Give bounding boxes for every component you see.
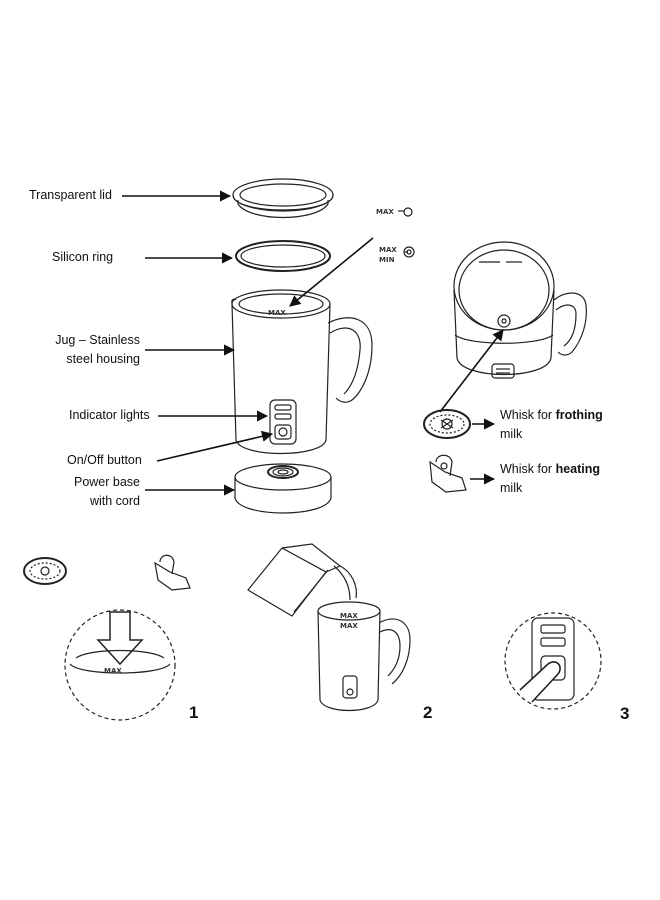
- label-whisk-frothing: Whisk for frothing milk: [500, 406, 603, 444]
- silicon-ring-drawing: [235, 240, 331, 272]
- max-mark-step1: MAX: [104, 667, 122, 675]
- label-power-base-line2: with cord: [89, 494, 140, 508]
- whisk-arrow: [439, 329, 504, 413]
- label-power-base-line1: Power base: [73, 475, 140, 489]
- label-arrows: [122, 190, 374, 496]
- max-mark-step2b: MAX: [340, 622, 358, 630]
- label-silicon-ring: Silicon ring: [52, 250, 114, 264]
- max-mark-jug: MAX: [268, 309, 286, 317]
- label-whisk-frothing-prefix: Whisk for: [500, 408, 556, 422]
- step-3-drawing: [504, 612, 602, 710]
- label-jug-line2: steel housing: [66, 352, 140, 366]
- label-whisk-heating-line2: milk: [500, 481, 523, 495]
- step-number-2: 2: [423, 703, 433, 722]
- label-transparent-lid: Transparent lid: [29, 188, 112, 202]
- label-jug: Jug – Stainless steel housing: [30, 331, 140, 369]
- lid-drawing: [232, 178, 334, 218]
- heating-whisk-drawing: [429, 454, 467, 493]
- max-mark-2: MAX: [379, 246, 397, 254]
- step-2-drawing: [247, 543, 411, 711]
- label-power-base: Power base with cord: [30, 473, 140, 511]
- step-number-1: 1: [189, 703, 199, 722]
- label-jug-line1: Jug – Stainless: [55, 333, 140, 347]
- step-1-drawing: [23, 554, 191, 721]
- label-onoff-button: On/Off button: [67, 453, 142, 467]
- max-mark-1: MAX: [376, 208, 394, 216]
- step-number-3: 3: [620, 704, 630, 723]
- label-whisk-frothing-bold: frothing: [555, 408, 603, 422]
- label-indicator-lights: Indicator lights: [69, 408, 150, 422]
- jug-top-view-drawing: [453, 241, 587, 379]
- power-base-drawing: [234, 463, 332, 514]
- max-mark-step2: MAX: [340, 612, 358, 620]
- label-whisk-heating-prefix: Whisk for: [500, 462, 556, 476]
- label-whisk-heating-bold: heating: [555, 462, 601, 476]
- label-whisk-heating: Whisk for heating milk: [500, 460, 600, 498]
- min-mark: MIN: [379, 256, 395, 264]
- max-min-markings: [398, 207, 415, 258]
- label-whisk-frothing-line2: milk: [500, 427, 523, 441]
- frothing-whisk-drawing: [423, 409, 471, 439]
